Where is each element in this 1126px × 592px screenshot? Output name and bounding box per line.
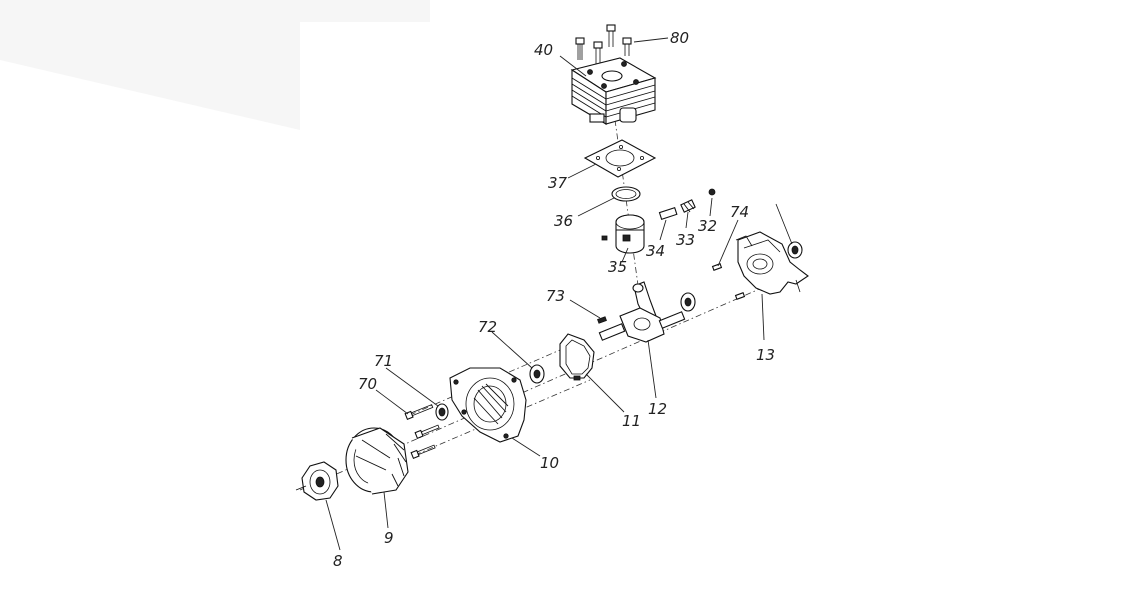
oil-seal (435, 403, 449, 421)
cylinder-bolts (575, 24, 632, 64)
crankcase-right (735, 203, 809, 295)
callout-74: 74 (730, 203, 749, 221)
callout-32: 32 (698, 217, 717, 235)
starter-pulley (295, 461, 339, 501)
callout-9: 9 (384, 529, 394, 547)
callout-11: 11 (622, 412, 641, 430)
callout-70: 70 (358, 375, 377, 393)
callout-71: 71 (374, 352, 393, 370)
woodruff-key (597, 316, 607, 324)
callout-34: 34 (646, 242, 665, 260)
flywheel (345, 427, 409, 495)
callout-72: 72 (478, 318, 497, 336)
cylinder-gasket (583, 139, 657, 178)
main-bearing-right (680, 292, 696, 312)
piston-pin (658, 206, 678, 220)
callout-8: 8 (333, 552, 343, 570)
callout-13: 13 (756, 346, 775, 364)
callout-33: 33 (676, 231, 695, 249)
callout-80: 80 (670, 29, 689, 47)
callout-37: 37 (548, 174, 568, 192)
main-axis (299, 279, 781, 491)
leader-lines (325, 37, 765, 551)
piston-ring (611, 186, 641, 202)
piston (601, 214, 645, 254)
main-bearing-left (529, 364, 545, 384)
callout-12: 12 (648, 400, 667, 418)
circlip (708, 188, 716, 196)
callout-35: 35 (608, 258, 627, 276)
callout-40: 40 (534, 41, 553, 59)
callout-36: 36 (554, 212, 573, 230)
callout-73: 73 (546, 287, 565, 305)
crankcase-gasket (559, 333, 595, 381)
cylinder (570, 57, 657, 125)
crankshaft (598, 281, 686, 343)
callout-10: 10 (540, 454, 559, 472)
needle-bearing (680, 199, 696, 213)
dowel-pin (711, 263, 746, 300)
crankcase-left (449, 367, 527, 443)
